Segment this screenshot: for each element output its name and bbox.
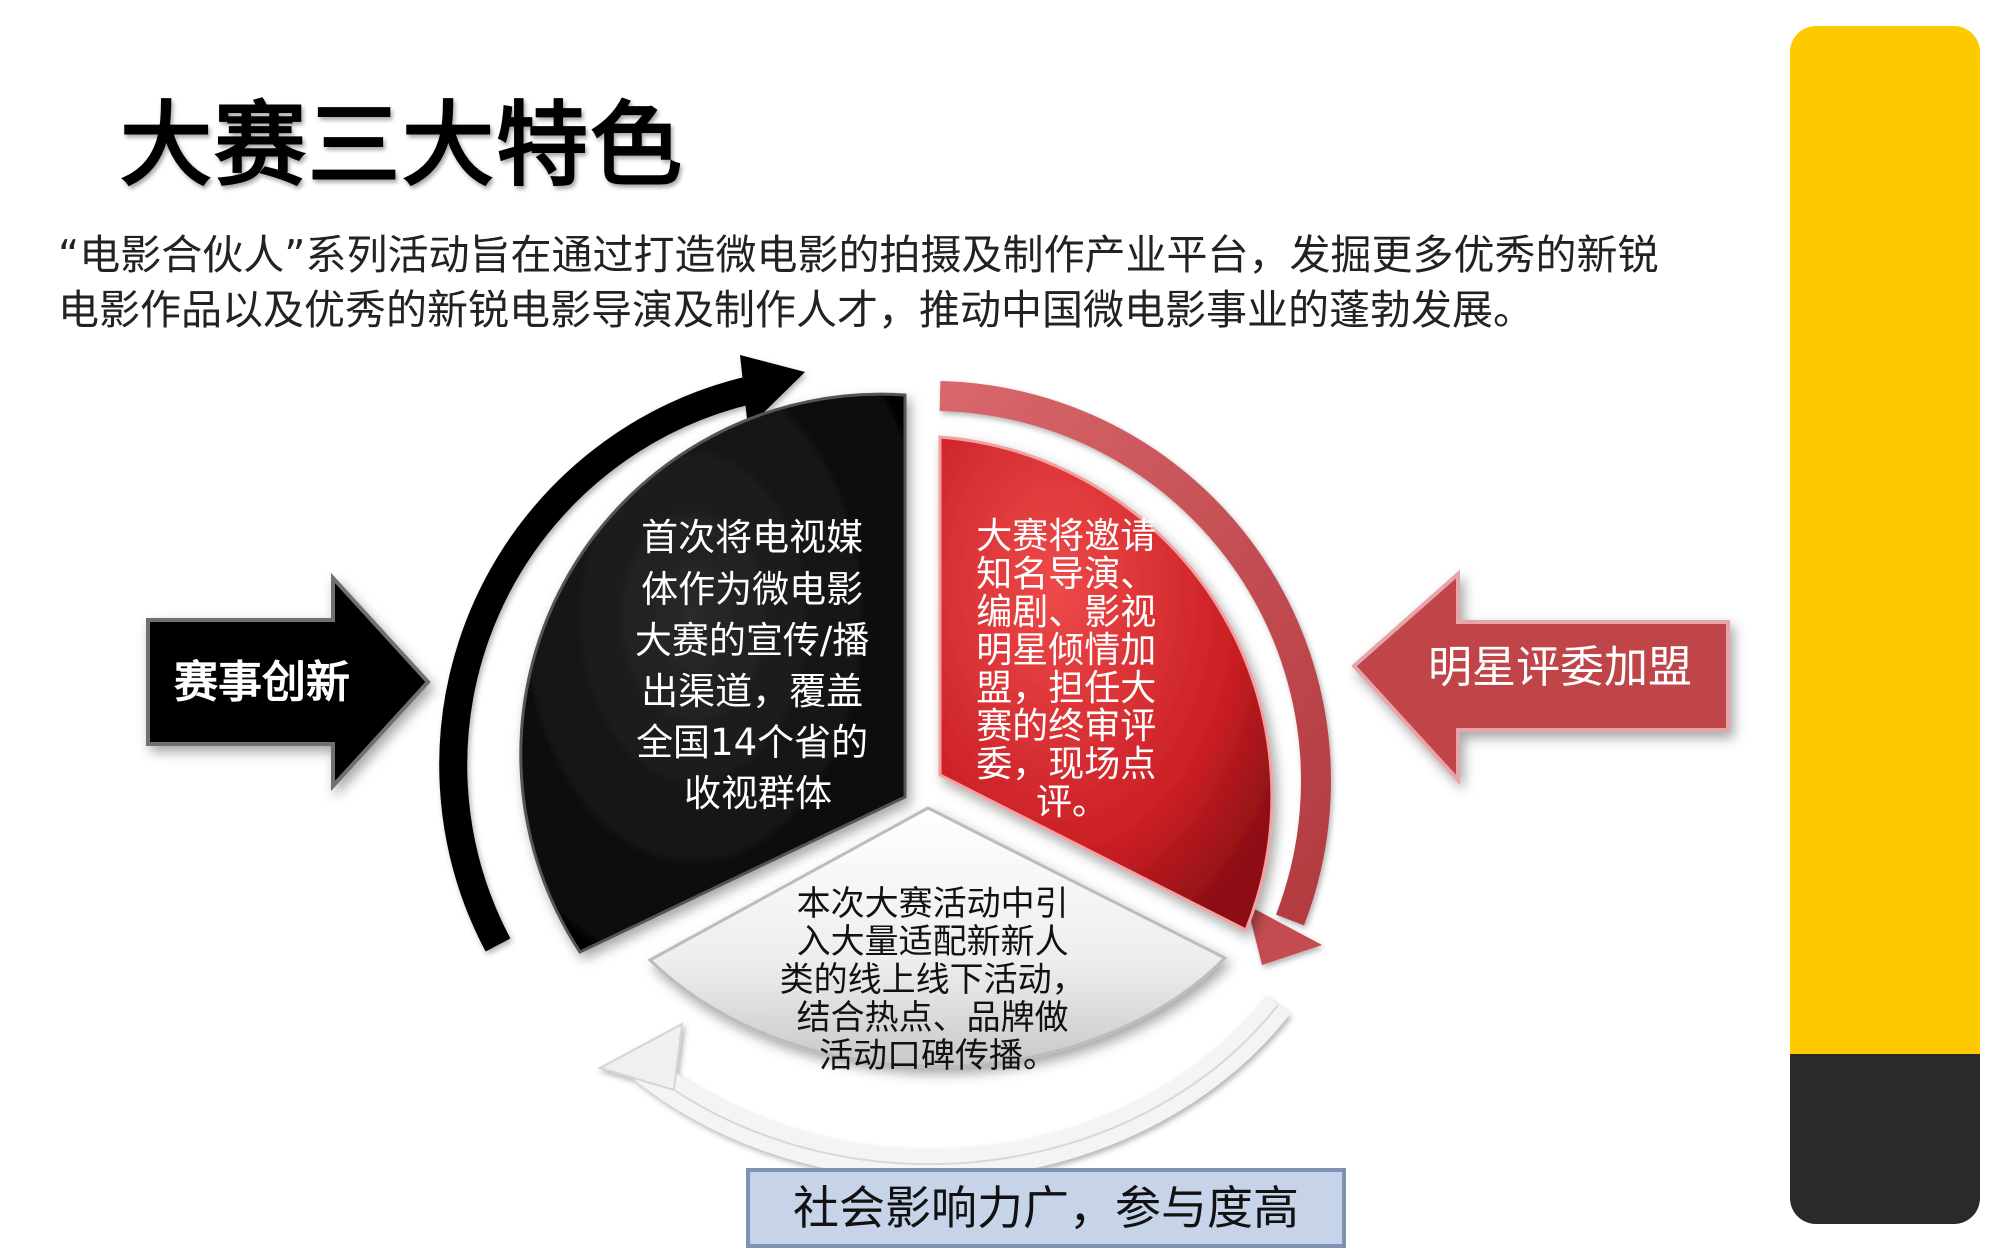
segment-red-text: 大赛将邀请 知名导演、 编剧、影视 明星倾情加 盟，担任大 赛的终审评 委，现场…: [976, 516, 1167, 823]
page-title: 大赛三大特色: [120, 92, 685, 199]
right-arrow-star-judges: 明星评委加盟: [1351, 569, 1730, 786]
segment-red: [938, 435, 1274, 933]
left-arrow-label: 赛事创新: [174, 657, 350, 708]
left-arrow-innovation: 赛事创新: [146, 572, 431, 792]
cycle-arrow-red: [939, 381, 1332, 965]
intro-paragraph: “电影合伙人”系列活动旨在通过打造微电影的拍摄及制作产业平台，发掘更多优秀的新锐…: [58, 231, 1659, 334]
segment-black: [519, 392, 907, 954]
segment-white-text: 本次大赛活动中引 入大量适配新新人 类的线上线下活动， 结合热点、品牌做 活动口…: [780, 884, 1097, 1076]
side-accent-bar-dark: [1790, 1054, 1980, 1224]
right-arrow-label: 明星评委加盟: [1428, 642, 1692, 693]
cycle-arrow-white: [597, 995, 1290, 1180]
bottom-label-box: 社会影响力广，参与度高: [746, 1168, 1346, 1248]
segment-black-text: 首次将电视媒 体作为微电影 大赛的宣传/播 出渠道，覆盖 全国14个省的 收视群…: [635, 516, 881, 815]
segment-white: [647, 806, 1228, 1068]
bottom-label-text: 社会影响力广，参与度高: [793, 1181, 1299, 1235]
side-accent-bar-yellow: [1790, 26, 1980, 1054]
cycle-arrow-black: [439, 355, 805, 952]
